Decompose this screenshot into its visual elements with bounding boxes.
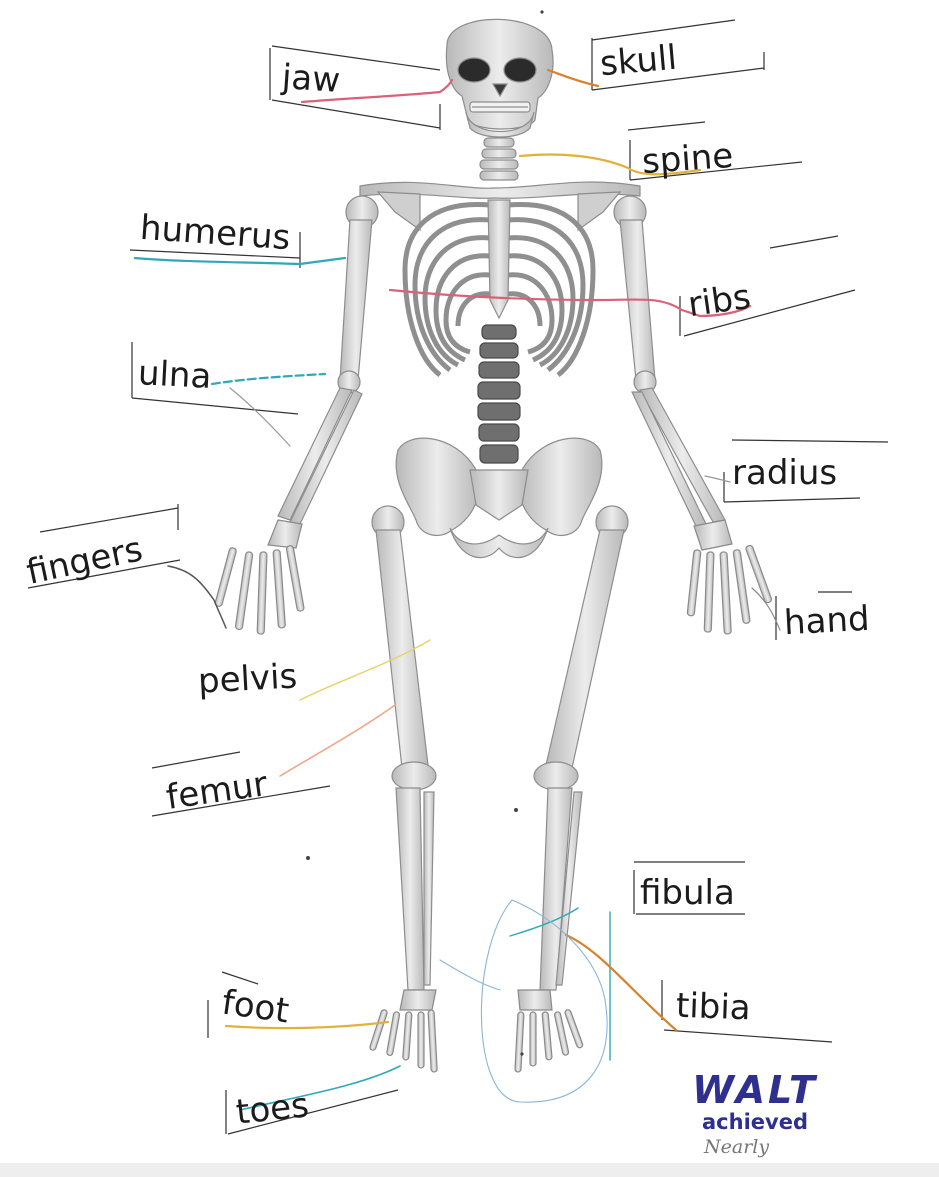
radius-pointer (705, 476, 730, 482)
walt-achieved-stamp: WALT achieved (690, 1068, 820, 1134)
page-bottom-edge (0, 1163, 939, 1177)
label-fibula: fibula (640, 876, 735, 910)
label-foot: foot (220, 986, 291, 1029)
label-jaw: jaw (281, 60, 341, 98)
ulna-pointer-2 (230, 388, 290, 446)
label-ribs: ribs (686, 280, 753, 322)
right-hand (687, 520, 772, 634)
ulna-pointer (212, 374, 325, 384)
cervical-spine (480, 138, 518, 180)
label-radius: radius (732, 456, 837, 490)
pelvis-bone (396, 438, 479, 535)
stamp-subtitle: achieved (690, 1110, 820, 1134)
left-foot (369, 990, 437, 1072)
humerus-pointer (135, 258, 345, 264)
right-foot (515, 990, 584, 1072)
lumbar-spine (478, 325, 520, 463)
tibia-pointer (566, 935, 676, 1030)
label-spine: spine (641, 139, 734, 179)
ulna-bone (278, 388, 352, 520)
skull-pointer (548, 70, 598, 86)
label-humerus: humerus (139, 211, 291, 255)
handwritten-note: Nearly (704, 1136, 769, 1158)
humerus-bone (340, 220, 372, 380)
stamp-title: WALT (690, 1068, 820, 1112)
femur-bone (376, 530, 428, 768)
label-toes: toes (234, 1088, 310, 1129)
label-skull: skull (599, 41, 678, 82)
left-hand (215, 520, 305, 634)
femur-pointer (280, 705, 395, 776)
sternum (488, 200, 510, 318)
label-hand: hand (783, 602, 870, 640)
label-tibia: tibia (675, 989, 751, 1026)
skull-bone (446, 19, 553, 129)
label-pelvis: pelvis (197, 659, 298, 698)
tibia-bone-left (396, 788, 424, 990)
radius-bone (290, 390, 362, 524)
label-ulna: ulna (137, 356, 212, 394)
